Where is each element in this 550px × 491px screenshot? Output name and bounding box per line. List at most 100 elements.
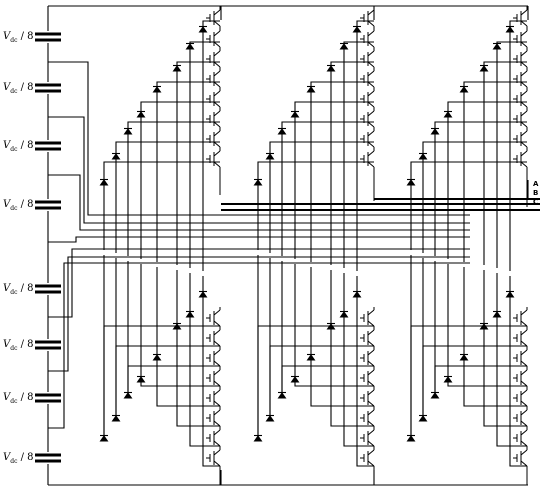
igbt-switch — [363, 148, 375, 170]
diode-to-switch — [156, 81, 220, 86]
capacitor-gap — [45, 452, 51, 464]
igbt-emitter — [367, 141, 375, 148]
capacitor-gap — [45, 31, 51, 43]
node-bus — [48, 248, 470, 318]
igbt-collector — [520, 50, 528, 57]
igbt-emitter — [520, 320, 528, 327]
diode-to-switch — [176, 61, 220, 65]
diode-to-switch — [447, 101, 527, 111]
igbt-switch — [363, 108, 375, 130]
igbt-emitter — [520, 121, 528, 128]
igbt-collector — [213, 409, 221, 416]
clamp-diode — [352, 291, 362, 298]
clamp-diode — [306, 86, 316, 93]
igbt-emitter — [367, 101, 375, 108]
igbt-emitter — [213, 141, 221, 148]
igbt-emitter — [213, 41, 221, 48]
igbt-emitter — [520, 61, 528, 68]
converter-leg — [99, 6, 221, 485]
clamp-diode — [505, 26, 515, 33]
igbt-collector — [520, 429, 528, 436]
igbt-emitter — [213, 400, 221, 407]
node-bus — [48, 61, 470, 216]
clamp-diode — [136, 376, 146, 383]
igbt-collector — [520, 70, 528, 77]
igbt-switch — [363, 68, 375, 90]
clamp-diode — [290, 111, 300, 118]
igbt-emitter — [367, 41, 375, 48]
igbt-collector — [520, 110, 528, 117]
diode-to-switch — [330, 61, 374, 65]
diode-to-switch — [410, 161, 527, 179]
node-bus — [48, 174, 470, 231]
igbt-switch — [363, 48, 375, 70]
igbt-collector — [367, 9, 375, 16]
igbt-collector — [213, 449, 221, 456]
igbt-collector — [367, 309, 375, 316]
igbt-emitter — [367, 360, 375, 367]
igbt-collector — [367, 389, 375, 396]
igbt-collector — [213, 369, 221, 376]
igbt-emitter — [213, 360, 221, 367]
node-bus — [48, 256, 470, 372]
igbt-switch — [363, 367, 375, 389]
igbt-emitter — [367, 460, 375, 467]
igbt-collector — [213, 329, 221, 336]
igbt-emitter — [520, 360, 528, 367]
igbt-emitter — [367, 380, 375, 387]
igbt-emitter — [367, 400, 375, 407]
diode-to-switch — [294, 101, 374, 111]
clamp-buses — [48, 6, 540, 485]
igbt-emitter — [213, 81, 221, 88]
igbt-collector — [213, 150, 221, 157]
igbt-collector — [520, 449, 528, 456]
output-label-a: A — [533, 180, 539, 188]
diode-to-switch — [310, 360, 374, 407]
clamp-diode — [459, 86, 469, 93]
igbt-collector — [213, 90, 221, 97]
capacitor-gap — [45, 82, 51, 94]
igbt-switch — [516, 447, 528, 469]
diode-to-switch — [483, 329, 527, 427]
clamp-diode — [326, 65, 336, 72]
diode-to-switch — [343, 317, 374, 447]
output-label-c: C — [533, 198, 539, 206]
igbt-emitter — [367, 420, 375, 427]
output-label-b: B — [533, 189, 539, 197]
igbt-collector — [367, 90, 375, 97]
dc-link-capacitor-bank — [35, 5, 528, 486]
igbt-emitter — [367, 320, 375, 327]
diode-to-switch — [356, 297, 374, 467]
clamp-diode — [198, 26, 208, 33]
capacitor-gap — [45, 199, 51, 211]
igbt-switch — [516, 28, 528, 50]
igbt-switch — [209, 28, 221, 50]
igbt-emitter — [520, 41, 528, 48]
igbt-collector — [213, 110, 221, 117]
igbt-emitter — [213, 380, 221, 387]
diode-to-switch — [447, 382, 527, 387]
diode-to-switch — [310, 81, 374, 86]
clamp-diode — [265, 153, 275, 160]
igbt-switch — [209, 7, 221, 29]
clamp-diode — [152, 86, 162, 93]
diode-to-switch — [140, 382, 220, 387]
clamp-diode — [479, 65, 489, 72]
converter-leg — [253, 6, 375, 485]
igbt-collector — [213, 349, 221, 356]
igbt-emitter — [520, 460, 528, 467]
clamp-diode — [277, 128, 287, 135]
igbt-collector — [213, 389, 221, 396]
igbt-switch — [209, 68, 221, 90]
igbt-emitter — [367, 61, 375, 68]
igbt-emitter — [520, 101, 528, 108]
igbt-collector — [520, 9, 528, 16]
diode-to-switch — [127, 121, 220, 128]
clamp-diode — [430, 128, 440, 135]
capacitor-voltage-label: Vdc / 8 — [3, 82, 34, 95]
igbt-switch — [209, 387, 221, 409]
igbt-switch — [363, 28, 375, 50]
node-bus — [48, 236, 470, 243]
igbt-collector — [520, 150, 528, 157]
